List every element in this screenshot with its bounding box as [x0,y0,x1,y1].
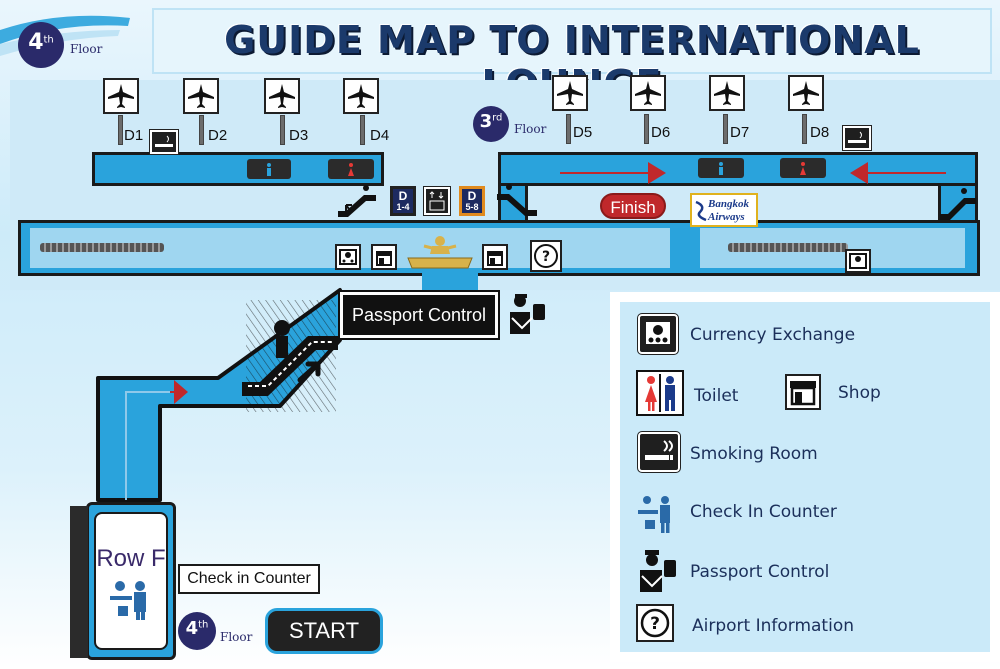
smoking-room-icon [842,125,872,151]
toilet-icon [780,158,826,178]
floor-word: Floor [220,630,253,644]
floor-word: Floor [70,42,103,56]
bangkok-airways-logo: Bangkok Airways [690,193,758,227]
floor-word: Floor [514,122,547,136]
shop-icon [482,244,508,270]
information-counter-icon [406,234,474,270]
bangkok-airways-name: Bangkok [708,198,749,210]
toilet-icon [636,370,684,416]
toilet-icon [247,159,291,179]
check-in-counter-icon [106,578,154,622]
toilet-icon [328,159,374,179]
shop-icon [371,244,397,270]
gate-d1-pole [118,115,123,145]
gate-d5-airplane-icon [552,75,588,111]
gate-d3-label: D3 [289,127,309,144]
gate-d7-airplane-icon [709,75,745,111]
legend-smoking-room-label: Smoking Room [690,444,818,464]
toilet-icon [698,158,744,178]
gate-d2-label: D2 [208,127,228,144]
floor-number: 3 [479,111,493,132]
smoking-room-icon [149,129,179,155]
passport-control-label: Passport Control [338,290,500,340]
gate-d4-airplane-icon [343,78,379,114]
legend-shop-label: Shop [838,383,881,403]
floor-suffix: th [43,34,54,46]
currency-exchange-icon [845,249,871,273]
gate-d8-label: D8 [810,124,830,141]
direction-sign-d5-8: D 5-8 [459,186,485,216]
check-in-counter-icon [636,494,676,536]
gate-d2-airplane-icon [183,78,219,114]
moving-walkway-left [40,243,164,252]
bangkok-airways-emblem-icon [695,200,707,222]
check-in-counter-label: Check in Counter [178,564,320,594]
svg-text:?: ? [650,614,660,634]
direction-arrow-right-icon [560,162,666,184]
escalator-icon [495,182,539,218]
gate-d8-pole [802,114,807,144]
gate-d6-label: D6 [651,124,671,141]
elevator-icon [423,186,451,216]
direction-sign-range: 1-4 [396,202,410,212]
legend-currency-exchange-label: Currency Exchange [690,325,856,345]
floor-suffix: rd [492,112,503,124]
floor-badge-3rd: 3rd [473,106,509,142]
start-marker: START [265,608,383,654]
legend-check-in-counter-label: Check In Counter [690,502,837,522]
escalator-icon [238,316,344,396]
floor-badge-bottom: 4th [178,612,216,650]
moving-walkway-right [728,243,848,252]
floor-number: 4 [185,618,199,639]
passport-control-icon [636,548,680,594]
gate-d5-label: D5 [573,124,593,141]
escalator-icon [938,186,978,222]
direction-arrow-left-icon [850,162,946,184]
gate-d7-label: D7 [730,124,750,141]
direction-sign-d1-4: D 1-4 [390,186,416,216]
currency-exchange-icon [637,313,679,355]
svg-text:?: ? [542,249,550,265]
shop-icon [785,374,821,410]
bangkok-airways-name-line2: Airways [708,211,745,223]
smoking-room-icon [637,431,681,473]
gate-d3-airplane-icon [264,78,300,114]
direction-sign-letter: D [398,189,408,203]
currency-exchange-icon [335,244,361,270]
direction-sign-letter: D [467,189,477,203]
airport-information-icon: ? [636,604,674,642]
escalator-icon [336,183,380,219]
airport-information-icon: ? [530,240,562,272]
hall-to-passport-connector [422,272,478,294]
gate-d4-label: D4 [370,127,390,144]
floor-badge-top: 4th [18,22,64,68]
direction-sign-range: 5-8 [465,202,479,212]
gate-d1-label: D1 [124,127,144,144]
gate-d5-pole [566,114,571,144]
row-f-label: Row F [96,545,166,572]
finish-marker: Finish [600,193,666,219]
gate-d6-airplane-icon [630,75,666,111]
floor-suffix: th [198,619,209,631]
gate-d8-airplane-icon [788,75,824,111]
title-banner [152,8,992,74]
gate-d2-pole [199,115,204,145]
gate-d4-pole [360,115,365,145]
gate-d1-airplane-icon [103,78,139,114]
legend-passport-control-label: Passport Control [690,562,830,582]
gate-d3-pole [280,115,285,145]
row-f-sign [94,512,168,650]
floor-number: 4 [28,30,44,55]
passport-control-icon [506,292,550,336]
legend-airport-information-label: Airport Information [692,616,854,636]
gate-d6-pole [644,114,649,144]
gate-d7-pole [723,114,728,144]
legend-toilet-label: Toilet [694,386,739,406]
row-f-shadow [70,506,88,658]
